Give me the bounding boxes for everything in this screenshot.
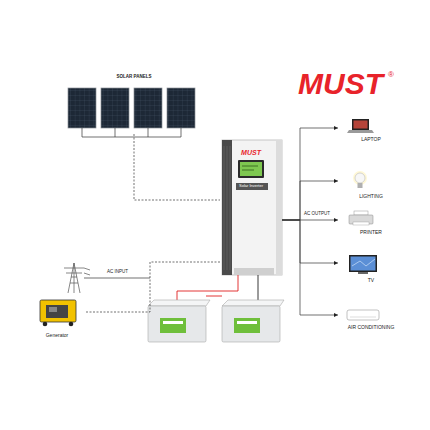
generator-icon-part [40, 300, 76, 322]
pylon-symbol-part [64, 263, 84, 293]
laptop-icon-part [354, 121, 368, 129]
battery [148, 300, 210, 342]
solar-panel-array: SOLAR PANELS [64, 74, 204, 134]
panel-wiring-part [82, 128, 181, 137]
solar-panels-part [167, 88, 195, 128]
solar-panels-part [134, 88, 162, 128]
inverter-body-part [276, 140, 282, 275]
inverter-body-part [222, 140, 282, 275]
node-label: TV [338, 277, 404, 283]
generator-icon-part [49, 307, 57, 312]
bulb-icon-part [355, 173, 365, 183]
printer-icon-part [354, 211, 368, 215]
node-label: Generator [28, 332, 86, 338]
inverter-body-part [222, 140, 232, 275]
inverter-body-part [240, 162, 262, 176]
generator-icon-part [69, 322, 74, 327]
tv-icon-part [358, 272, 368, 274]
node-label: PRINTER [338, 229, 404, 235]
printer-icon-part [349, 215, 373, 224]
tv-icon-part [349, 255, 377, 272]
battery-wiring [177, 275, 258, 303]
connector [86, 262, 220, 312]
printer-icon [349, 211, 373, 225]
load-lighting: LIGHTING [338, 170, 404, 200]
battery-part [234, 318, 260, 333]
battery [222, 300, 284, 342]
load-laptop: LAPTOP [338, 118, 404, 142]
brand-logo: MUST [298, 66, 383, 102]
air-conditioner-icon-part [347, 310, 379, 320]
ac-output-label: AC OUTPUT [303, 211, 331, 216]
node-label: LAPTOP [338, 136, 404, 142]
load-air-conditioning: AIR CONDITIONING [338, 308, 404, 330]
battery-part [148, 300, 210, 306]
battery-wiring-part [258, 275, 259, 303]
pylon-symbol-part [84, 268, 90, 275]
laptop-icon-part [347, 130, 374, 133]
solar-panels [68, 88, 195, 128]
connector [282, 181, 338, 220]
load-printer: PRINTER [338, 210, 404, 235]
generator-node: Generator [28, 296, 86, 342]
generator-icon-part [46, 305, 68, 318]
inverter-body-part [234, 268, 274, 275]
bulb-icon-part [358, 183, 363, 188]
generator-icon-part [43, 322, 48, 327]
grid-wire-part [84, 278, 150, 279]
battery-part [163, 321, 183, 324]
solar-panels-part [68, 88, 96, 128]
grid-wire [84, 278, 150, 279]
generator-icon [40, 300, 76, 326]
air-conditioner-icon-part [350, 317, 376, 318]
node-label: AIR CONDITIONING [338, 324, 404, 330]
ac-input-label: AC INPUT [106, 269, 129, 274]
bulb-icon [353, 171, 367, 188]
inverter-body-part [238, 160, 264, 178]
battery-part [237, 321, 257, 324]
battery-part [160, 318, 186, 333]
load-tv: TV [338, 252, 404, 284]
bulb-icon-part [353, 171, 367, 185]
inverter-body-part [224, 146, 230, 270]
tv-icon [349, 255, 377, 274]
node-label: LIGHTING [338, 193, 404, 199]
inverter-body [222, 140, 282, 275]
air-conditioner-icon [347, 310, 379, 320]
battery-part [222, 306, 280, 342]
tv-icon-part [352, 259, 375, 266]
printer-icon-part [353, 222, 369, 225]
node-label: MUST [220, 149, 282, 157]
node-label: SOLAR PANELS [64, 74, 204, 79]
battery-part [148, 306, 206, 342]
connector [282, 220, 338, 263]
battery-part [222, 300, 284, 306]
laptop-icon [347, 119, 374, 133]
battery-wiring-part [177, 275, 238, 303]
registered-mark: ® [388, 70, 394, 80]
battery-wiring-part [206, 296, 222, 297]
connector [282, 128, 338, 220]
solar-panels-part [101, 88, 129, 128]
laptop-icon-part [352, 119, 369, 130]
connector [282, 220, 338, 315]
inverter-box: MUST Solar Inverter [220, 140, 282, 275]
node-sublabel: Solar Inverter [220, 184, 282, 189]
panel-wiring [82, 128, 181, 137]
inverter-body-part [242, 166, 258, 170]
connector [134, 134, 220, 200]
tv-icon-part [351, 257, 376, 271]
